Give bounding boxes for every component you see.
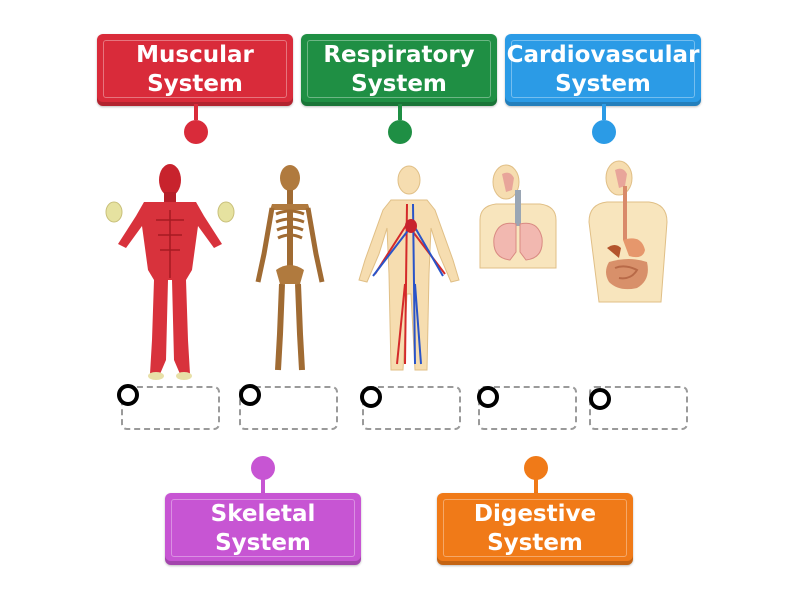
label-text: Cardiovascular System: [506, 42, 700, 97]
pin-stem: [261, 478, 265, 494]
drop-zone-3[interactable]: [362, 386, 461, 430]
drop-zone-2[interactable]: [239, 386, 338, 430]
pin-stem: [398, 104, 402, 120]
pin-respiratory: [388, 120, 412, 144]
drop-zone-1[interactable]: [121, 386, 220, 430]
muscular-figure: [105, 164, 235, 380]
slot-marker-1: [117, 384, 139, 406]
drop-zone-4[interactable]: [478, 386, 577, 430]
pin-skeletal: [251, 456, 275, 480]
digestive-figure: [588, 160, 668, 303]
slot-marker-4: [477, 386, 499, 408]
label-cardiovascular-system[interactable]: Cardiovascular System: [505, 34, 701, 106]
label-respiratory-system[interactable]: Respiratory System: [301, 34, 497, 106]
label-text: Skeletal System: [210, 501, 316, 556]
label-text: Muscular System: [136, 42, 254, 97]
pin-cardiovascular: [592, 120, 616, 144]
pin-digestive: [524, 456, 548, 480]
label-digestive-system[interactable]: Digestive System: [437, 493, 633, 565]
label-skeletal-system[interactable]: Skeletal System: [165, 493, 361, 565]
pin-stem: [602, 104, 606, 120]
label-text: Digestive System: [473, 501, 597, 556]
lungs-figure: [479, 164, 557, 269]
slot-marker-3: [360, 386, 382, 408]
pin-stem: [534, 478, 538, 494]
circulatory-figure: [358, 165, 460, 371]
slot-marker-2: [239, 384, 261, 406]
skeletal-figure: [255, 165, 325, 371]
slot-marker-5: [589, 388, 611, 410]
pin-muscular: [184, 120, 208, 144]
label-muscular-system[interactable]: Muscular System: [97, 34, 293, 106]
drop-zone-5[interactable]: [589, 386, 688, 430]
label-text: Respiratory System: [323, 42, 475, 97]
pin-stem: [194, 104, 198, 120]
